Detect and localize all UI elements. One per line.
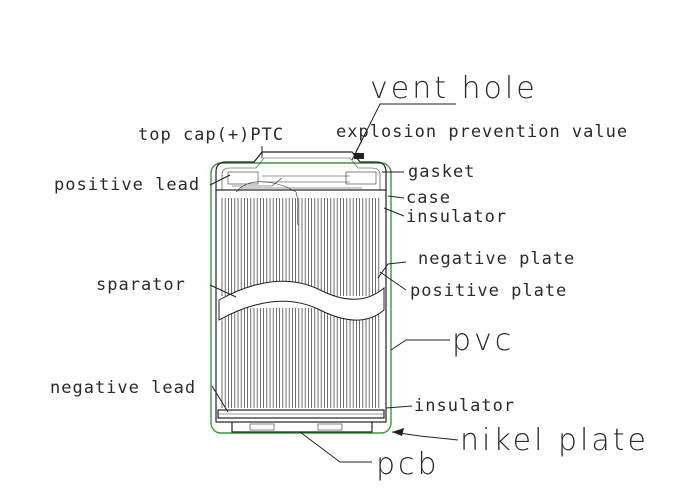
label-nikel-plate: nikel plate [460, 423, 649, 458]
label-pcb: pcb [376, 447, 440, 482]
label-gasket: gasket [408, 162, 475, 182]
label-negative-lead: negative lead [50, 378, 196, 398]
label-sparator: sparator [96, 275, 186, 295]
label-vent-hole: vent hole [370, 71, 538, 106]
leader-lines [209, 103, 459, 463]
cutaway-wave [218, 280, 385, 321]
label-negative-plate: negative plate [418, 249, 575, 269]
vent-hole-shape [354, 153, 364, 159]
label-case: case [406, 188, 451, 208]
label-positive-lead: positive lead [54, 175, 200, 195]
top-cap-assembly [215, 151, 387, 190]
bottom-assembly [217, 409, 385, 433]
cell-case [215, 189, 387, 423]
label-positive-plate: positive plate [410, 281, 567, 301]
label-insulator-top: insulator [406, 207, 507, 227]
positive-lead-shape [235, 181, 299, 226]
nikel-plate-arrow [392, 428, 404, 436]
label-explosion-prevention: explosion prevention value [336, 122, 628, 142]
label-top-cap: top cap(+)PTC [138, 125, 284, 145]
electrode-roll [221, 198, 380, 408]
label-pvc: pvc [452, 323, 514, 358]
label-insulator-bottom: insulator [414, 396, 515, 416]
